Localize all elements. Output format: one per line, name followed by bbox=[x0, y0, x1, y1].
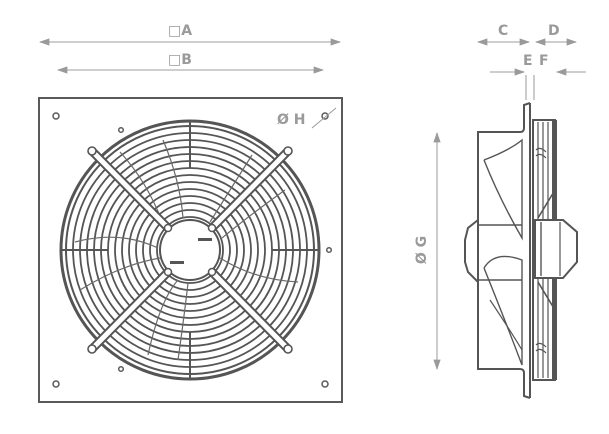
mounting-holes bbox=[52, 112, 333, 388]
dimension-f-label: F bbox=[539, 53, 549, 69]
guard-arms bbox=[87, 146, 293, 354]
front-view bbox=[38, 97, 343, 403]
dimension-d-label: D bbox=[548, 23, 560, 39]
dimension-h-label: Ø H bbox=[277, 112, 306, 128]
fan-blades bbox=[74, 139, 299, 361]
dimension-b-label: □B bbox=[168, 52, 192, 68]
dimension-g-label: Ø G bbox=[414, 235, 431, 265]
dimension-c-label: C bbox=[498, 23, 509, 39]
side-dimension-lines bbox=[433, 38, 586, 371]
side-view bbox=[464, 102, 578, 399]
dimension-a-label: □A bbox=[168, 23, 193, 39]
guard-spokes bbox=[61, 121, 319, 379]
dimension-e-label: E bbox=[523, 53, 533, 69]
motor-hub bbox=[159, 219, 221, 281]
